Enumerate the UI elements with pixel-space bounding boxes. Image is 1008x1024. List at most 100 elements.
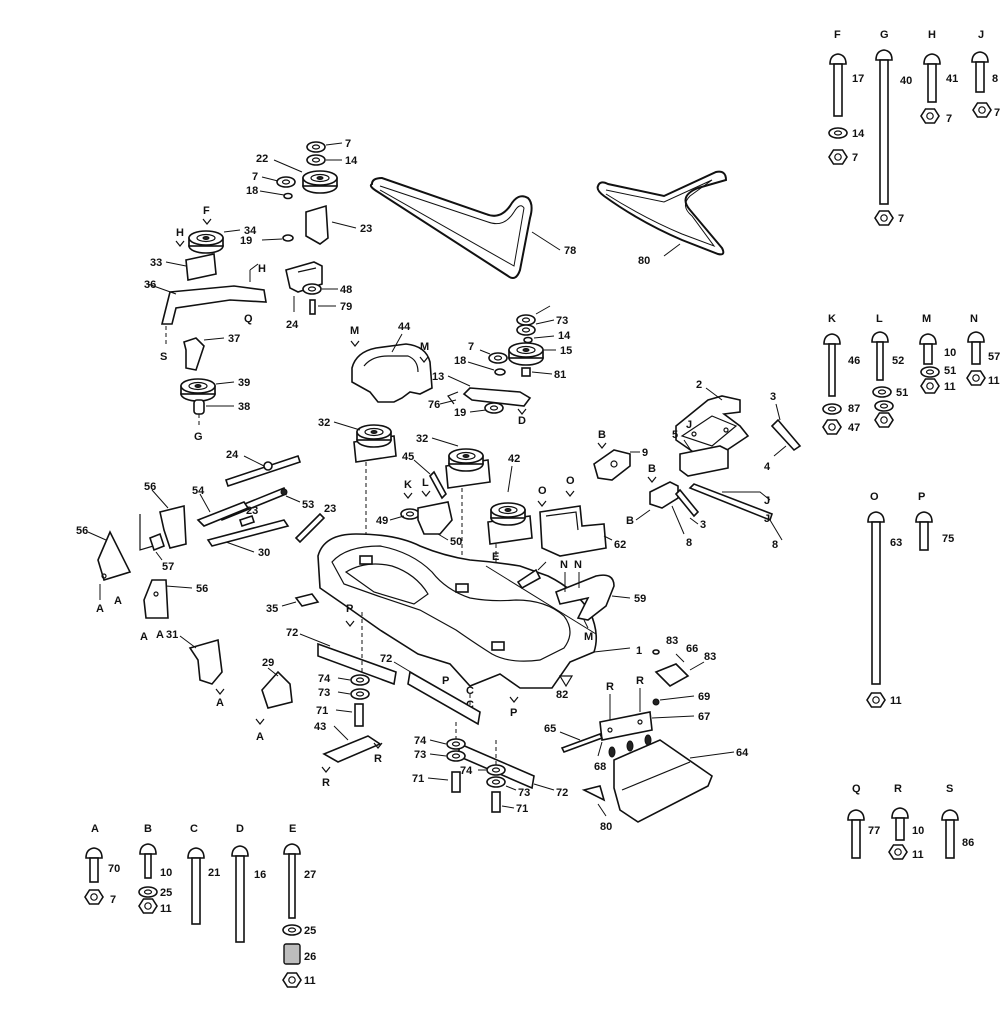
callout-45: 45 <box>402 451 414 463</box>
letter-A-56c: A <box>140 631 148 643</box>
callout-41: 41 <box>946 73 958 85</box>
callout-73: 75 <box>942 533 954 545</box>
letter-O-60-l: O <box>538 485 547 497</box>
callout-12c: 11 <box>890 695 902 707</box>
fasteners-top-right: F 17 14 7 G 40 7 H 41 7 J 8 7 <box>828 29 1000 226</box>
letter-C-deck: C <box>466 685 474 697</box>
belt-76: 78 <box>369 176 576 279</box>
letter-H-upper: H <box>176 227 184 239</box>
callout-72b: 74 <box>414 735 427 747</box>
letter-B-9b: B <box>626 515 634 527</box>
callout-72: 74 <box>318 673 331 685</box>
letter-A-56l2: A <box>114 595 122 607</box>
callout-71: 73 <box>556 315 568 327</box>
callout-15: 13 <box>432 371 444 383</box>
callout-44: 44 <box>398 321 411 333</box>
fasteners-right-o-p: O 63 11 P 75 <box>866 491 954 708</box>
callout-56b: 56 <box>76 525 88 537</box>
callout-8b: 8 <box>772 539 778 551</box>
letter-B-10: B <box>598 429 606 441</box>
callout-7b: 7 <box>898 213 904 225</box>
callout-60: 62 <box>614 539 626 551</box>
letter-M-58: M <box>584 631 593 643</box>
letter-P: P <box>918 491 925 503</box>
letter-J-rod: J <box>764 495 770 507</box>
callout-74: 76 <box>428 399 440 411</box>
callout-72c: 74 <box>460 765 473 777</box>
callout-78b: 80 <box>600 821 612 833</box>
callout-79: 81 <box>554 369 566 381</box>
center-idler: 73 14 15 81 7 18 13 76 19 D <box>428 305 572 427</box>
letter-N: N <box>970 313 978 325</box>
callout-13c: 14 <box>558 330 571 342</box>
callout-21: 22 <box>256 153 268 165</box>
letter-O-60-r: O <box>566 475 575 487</box>
letter-G-lower: G <box>194 431 203 443</box>
letter-R-65l: R <box>606 681 614 693</box>
callout-70c: 72 <box>556 787 568 799</box>
letter-O: O <box>870 491 879 503</box>
callout-16: 16 <box>254 869 266 881</box>
callout-71b: 73 <box>318 687 330 699</box>
callout-69b: 71 <box>412 773 424 785</box>
letter-Q: Q <box>852 783 861 795</box>
letter-P-deck2: P <box>510 707 517 719</box>
callout-77: 79 <box>340 301 352 313</box>
callout-81: 83 <box>666 635 678 647</box>
callout-13b: 14 <box>345 155 358 167</box>
callout-75: 77 <box>868 825 880 837</box>
callout-29: 29 <box>262 657 274 669</box>
fasteners-bottom-right: Q 77 R 10 11 S 86 <box>847 783 974 861</box>
letter-J: J <box>978 29 984 41</box>
letter-H: H <box>928 29 936 41</box>
bracket-58: N N 59 M <box>555 559 646 643</box>
letter-H-lever: H <box>258 263 266 275</box>
callout-24: 23 <box>246 505 258 517</box>
callout-12: 11 <box>944 381 956 393</box>
callout-19: 19 <box>240 235 252 247</box>
letter-C-deck2: C <box>466 699 474 711</box>
idler-assembly: 7 14 22 7 18 23 19 24 48 79 34 <box>144 138 372 443</box>
callout-7: 7 <box>852 152 858 164</box>
callout-34: 34 <box>244 225 257 237</box>
callout-9: 8 <box>686 537 692 549</box>
letter-A-29: A <box>256 731 264 743</box>
letter-J-bracket: J <box>686 419 692 431</box>
callout-32: 32 <box>318 417 330 429</box>
callout-80: 82 <box>556 689 568 701</box>
callout-71d: 73 <box>518 787 530 799</box>
letter-F-upper: F <box>203 205 210 217</box>
callout-37: 37 <box>228 333 240 345</box>
letter-C: C <box>190 823 198 835</box>
callout-31: 31 <box>166 629 178 641</box>
letter-K-49: K <box>404 479 412 491</box>
letter-R-65r: R <box>636 675 644 687</box>
letter-E: E <box>289 823 296 835</box>
callout-3b: 3 <box>700 519 706 531</box>
callout-7h: 7 <box>468 341 474 353</box>
callout-7d: 7 <box>994 107 1000 119</box>
callout-68: 70 <box>108 863 120 875</box>
letter-A-31: A <box>216 697 224 709</box>
letter-E-deck: E <box>492 551 499 563</box>
letter-N-58r: N <box>574 559 582 571</box>
callout-2: 2 <box>696 379 702 391</box>
letter-P-deck: P <box>346 603 353 615</box>
callout-18b: 18 <box>454 355 466 367</box>
callout-12b: 11 <box>988 375 1000 387</box>
callout-8: 8 <box>992 73 998 85</box>
callout-51b: 51 <box>944 365 956 377</box>
callout-7c: 7 <box>946 113 952 125</box>
callout-71c: 73 <box>414 749 426 761</box>
callout-7e: 7 <box>110 894 116 906</box>
callout-56c: 56 <box>196 583 208 595</box>
letter-S-lever: S <box>160 351 167 363</box>
discharge-assembly: 64 R R 67 69 65 68 66 83 83 80 <box>544 635 749 833</box>
callout-63: 66 <box>686 643 698 655</box>
callout-56: 56 <box>144 481 156 493</box>
bracket-60: O O 62 <box>537 475 626 557</box>
callout-48: 48 <box>340 284 352 296</box>
callout-70: 72 <box>286 627 298 639</box>
callout-26b: 25 <box>304 925 316 937</box>
callout-24b: 23 <box>324 503 336 515</box>
